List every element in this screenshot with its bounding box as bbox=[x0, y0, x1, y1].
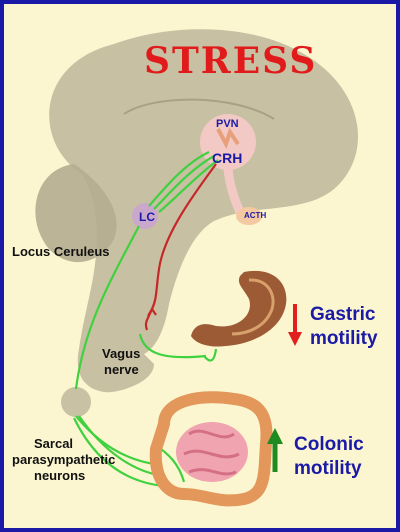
crh-label: CRH bbox=[212, 150, 243, 166]
diagram-canvas bbox=[35, 29, 358, 507]
intestines bbox=[149, 391, 273, 507]
colonic-increase-arrow bbox=[267, 428, 283, 472]
vagus-label-line1: Vagus bbox=[102, 346, 141, 361]
lc-label: LC bbox=[139, 210, 155, 224]
gastric-label-line2: motility bbox=[310, 328, 378, 349]
gastric-decrease-arrow bbox=[288, 304, 302, 346]
red-pathway bbox=[144, 163, 217, 331]
locus-ceruleus-label: Locus Ceruleus bbox=[12, 244, 110, 259]
colonic-label-line1: Colonic bbox=[294, 434, 364, 455]
pituitary-gland bbox=[236, 207, 262, 225]
sacral-node bbox=[61, 387, 91, 417]
stress-title: STRESS bbox=[144, 40, 318, 82]
gastric-label-line1: Gastric bbox=[310, 304, 376, 325]
colonic-label-line2: motility bbox=[294, 458, 362, 479]
acth-label: ACTH bbox=[244, 211, 267, 220]
lc-node bbox=[132, 203, 158, 229]
sacral-label-line3: neurons bbox=[34, 468, 86, 483]
stomach bbox=[191, 270, 287, 347]
pvn-neurons bbox=[216, 127, 240, 150]
pvn-label: PVN bbox=[216, 118, 239, 130]
brain-silhouette bbox=[35, 29, 358, 393]
green-pathways bbox=[73, 151, 219, 488]
vagus-label-line2: nerve bbox=[104, 362, 139, 377]
sacral-label-line2: parasympathetic bbox=[12, 452, 116, 467]
sacral-label-line1: Sarcal bbox=[34, 436, 74, 451]
